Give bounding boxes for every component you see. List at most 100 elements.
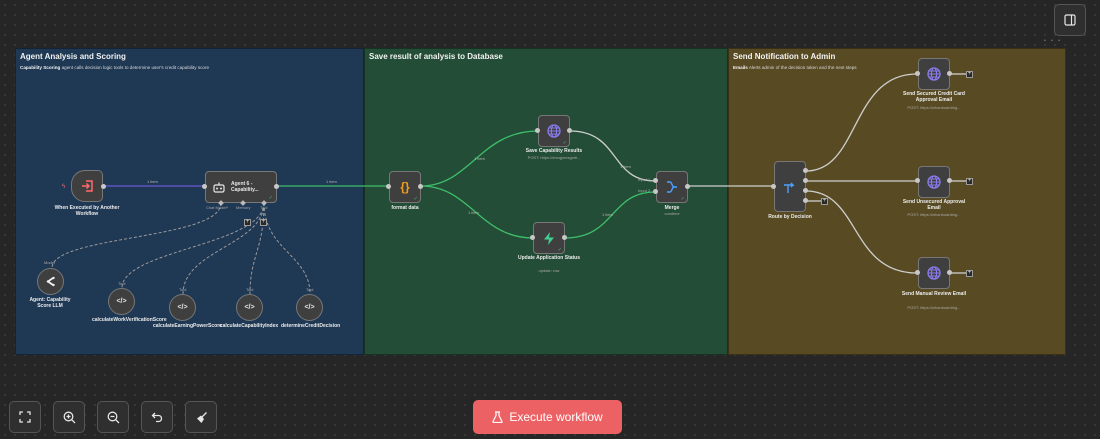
output-port[interactable] <box>803 178 808 183</box>
zoom-in-button[interactable] <box>53 401 85 433</box>
add-memory-button[interactable]: + <box>244 219 251 226</box>
tool-node-credit-decision[interactable]: </> <box>296 294 323 321</box>
send-secured-email-label: Send Secured Credit Card Approval Email <box>903 91 965 103</box>
tool-port-label: Tool <box>118 281 126 286</box>
output-port[interactable] <box>685 184 690 189</box>
update-application-status-node[interactable]: ✓ <box>533 222 565 254</box>
tool-port-label: Tool <box>260 205 268 210</box>
send-unsecured-email-node[interactable] <box>918 166 950 198</box>
tool-port-label: Tool <box>246 287 254 292</box>
toggle-panel-button[interactable] <box>1054 4 1086 36</box>
tool-label: calculateEarningPowerScore <box>153 323 222 329</box>
edge-label: 1 item <box>474 156 485 161</box>
merge-input-2-label: Input 2 <box>638 188 651 193</box>
send-manual-review-email-node[interactable] <box>918 257 950 289</box>
fit-view-icon <box>19 411 31 423</box>
tool-node-capability-index[interactable]: </> <box>236 294 263 321</box>
sticky-description: Emails Alerts admin of the decision take… <box>733 65 857 70</box>
agent-node[interactable]: Agent 6 - Capability... ✓ <box>205 171 277 203</box>
update-application-status-label: Update Application Status <box>517 255 581 261</box>
add-node-button[interactable]: + <box>966 71 973 78</box>
merge-subtitle: combine <box>664 211 680 216</box>
zoom-to-fit-button[interactable] <box>9 401 41 433</box>
globe-icon <box>547 124 561 138</box>
format-data-label: format data <box>391 205 419 211</box>
broom-icon <box>196 411 207 423</box>
input-port[interactable] <box>386 184 391 189</box>
zoom-out-button[interactable] <box>97 401 129 433</box>
add-node-button[interactable]: + <box>821 198 828 205</box>
output-port[interactable] <box>947 71 952 76</box>
code-icon: </> <box>244 304 255 311</box>
output-port[interactable] <box>562 235 567 240</box>
undo-button[interactable] <box>141 401 173 433</box>
save-capability-results-node[interactable]: ✓ <box>538 115 570 147</box>
input-2-port[interactable] <box>653 189 658 194</box>
check-icon: ✓ <box>413 196 418 202</box>
globe-icon <box>927 266 941 280</box>
send-manual-review-email-subtitle: POST: https://nfcsnboarding... <box>907 305 961 310</box>
format-data-node[interactable]: {} ✓ <box>389 171 421 203</box>
edge-label: 1 item <box>468 210 479 215</box>
input-port[interactable] <box>915 178 920 183</box>
check-icon: ✓ <box>680 196 685 202</box>
code-icon: </> <box>177 304 188 311</box>
tool-port-label: Tool <box>179 287 187 292</box>
output-port[interactable] <box>947 270 952 275</box>
zoom-in-icon <box>63 411 75 423</box>
llm-label: Agent: Capability Score LLM <box>29 297 71 309</box>
edge-label: 1 item <box>620 164 631 169</box>
output-port[interactable] <box>567 128 572 133</box>
route-by-decision-label: Route by Decision <box>768 214 812 220</box>
curly-braces-icon: {} <box>400 180 410 194</box>
input-port[interactable] <box>915 71 920 76</box>
sticky-description: Capability Scoring agent calls decision … <box>20 65 210 70</box>
trigger-node[interactable] <box>71 170 103 202</box>
execute-workflow-button[interactable]: Execute workflow <box>473 400 622 434</box>
send-secured-email-subtitle: POST: https://nfcsnboarding... <box>907 105 961 110</box>
tool-node-work-verification[interactable]: </> <box>108 288 135 315</box>
output-port[interactable] <box>803 198 808 203</box>
output-port[interactable] <box>803 188 808 193</box>
switch-icon <box>784 182 795 193</box>
check-icon: ✓ <box>557 247 562 253</box>
input-port[interactable] <box>202 184 207 189</box>
chat-model-port-label: Chat Model* <box>206 205 229 210</box>
output-port[interactable] <box>418 184 423 189</box>
add-node-button[interactable]: + <box>966 178 973 185</box>
output-port[interactable] <box>101 184 106 189</box>
input-port[interactable] <box>915 270 920 275</box>
route-by-decision-node[interactable] <box>774 161 806 212</box>
input-port[interactable] <box>530 235 535 240</box>
send-secured-email-node[interactable] <box>918 58 950 90</box>
robot-icon <box>213 182 225 193</box>
edge-label: 1 item <box>147 179 158 184</box>
code-icon: </> <box>116 298 127 305</box>
sticky-send-notification[interactable]: Send Notification to Admin Emails Alerts… <box>728 48 1066 355</box>
sticky-title: Agent Analysis and Scoring <box>20 52 126 61</box>
add-tool-button[interactable]: + <box>260 219 267 226</box>
tool-port-label: Tool <box>306 287 314 292</box>
input-1-port[interactable] <box>653 178 658 183</box>
execute-workflow-label: Execute workflow <box>509 410 603 424</box>
add-node-button[interactable]: + <box>966 270 973 277</box>
sticky-title: Save result of analysis to Database <box>369 52 503 61</box>
output-port[interactable] <box>274 184 279 189</box>
supabase-bolt-icon <box>544 231 554 245</box>
input-port[interactable] <box>535 128 540 133</box>
zoom-out-icon <box>107 411 119 423</box>
tool-label: calculateWorkVerificationScore <box>92 317 167 323</box>
sidebar-panel-icon <box>1064 14 1076 26</box>
llm-node[interactable] <box>37 268 64 295</box>
tool-node-earning-power[interactable]: </> <box>169 294 196 321</box>
tidy-up-button[interactable] <box>185 401 217 433</box>
output-port[interactable] <box>947 178 952 183</box>
output-port[interactable] <box>803 168 808 173</box>
merge-input-1-label: Input 1 <box>638 177 651 182</box>
send-manual-review-email-label: Send Manual Review Email <box>901 291 967 297</box>
send-unsecured-email-subtitle: POST: https://nfcsnboarding... <box>907 212 961 217</box>
merge-node[interactable]: ✓ <box>656 171 688 203</box>
tool-label: calculateCapabilityIndex <box>219 323 279 329</box>
input-port[interactable] <box>771 184 776 189</box>
